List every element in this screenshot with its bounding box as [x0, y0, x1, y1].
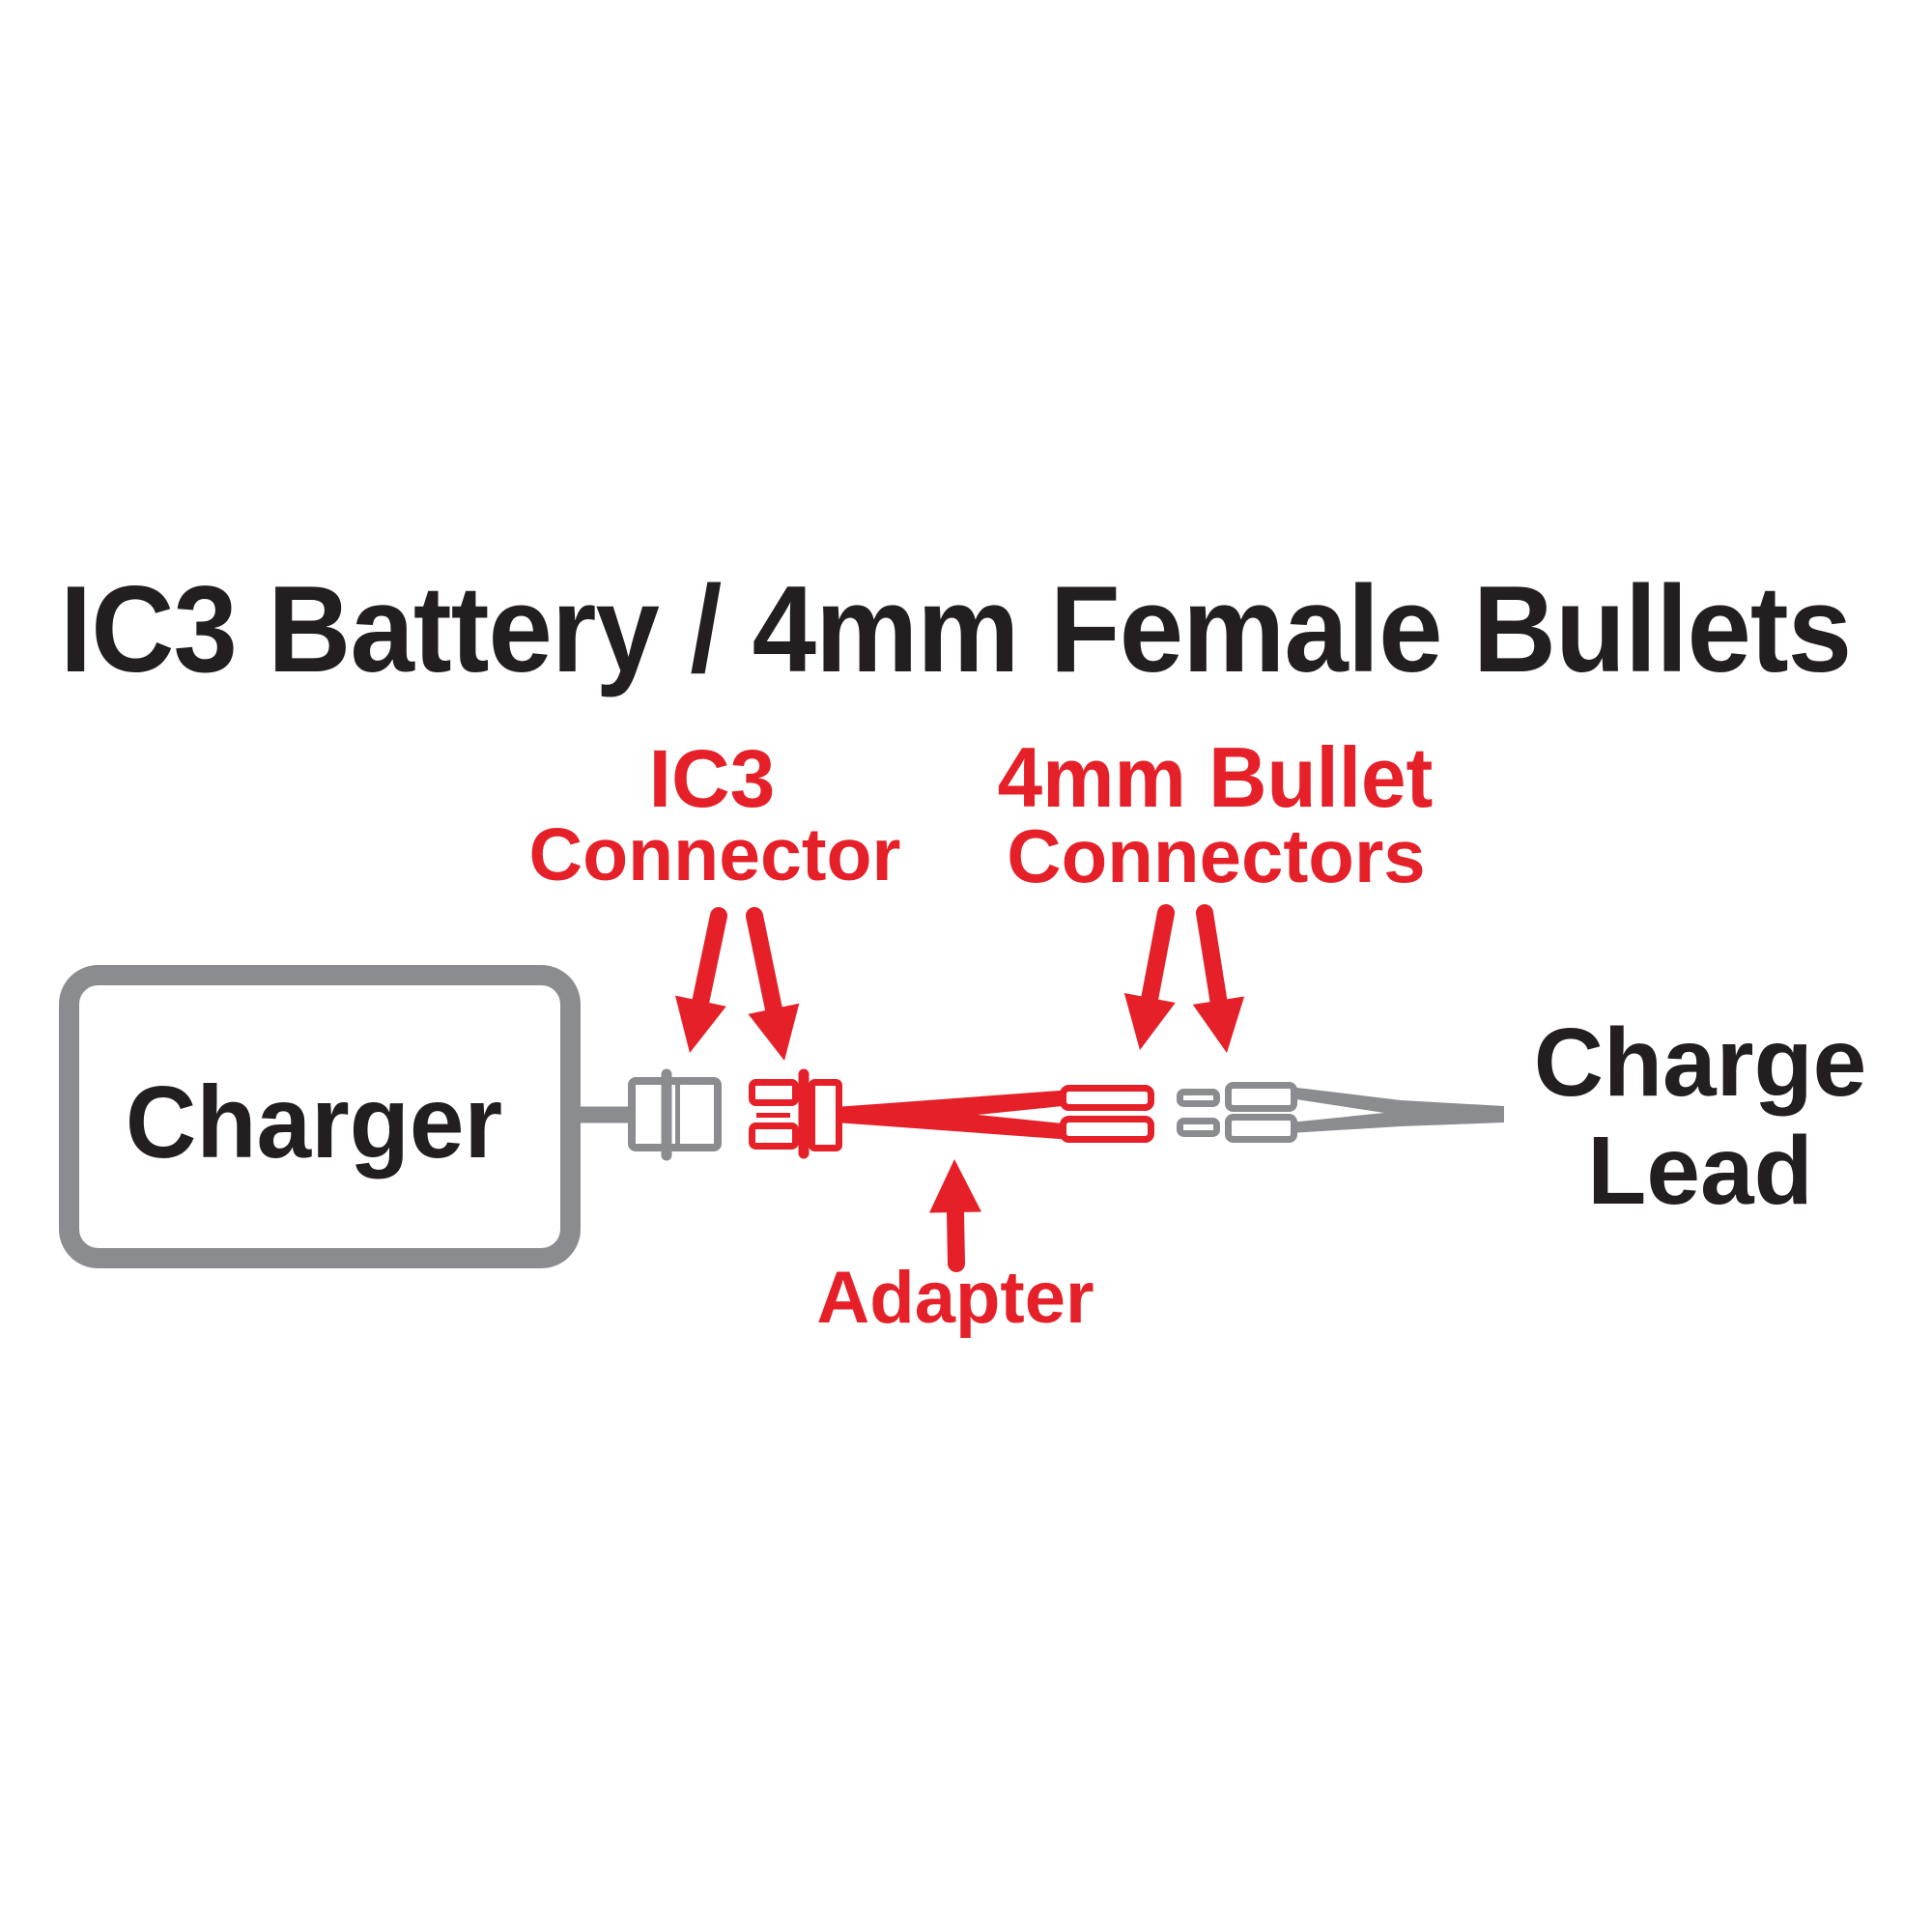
bullet-connector-gray-top-tip	[1177, 1089, 1220, 1107]
ic3-callout-arrow-left	[675, 907, 727, 1053]
ic3-connector-gray-body	[628, 1077, 722, 1151]
ic3-callout-line2: Connector	[528, 813, 901, 896]
adapter-callout-label: Adapter	[816, 1257, 1094, 1339]
ic3-connector-red-pin-bottom	[749, 1122, 799, 1150]
bullet-connector-gray-bottom-body	[1225, 1114, 1297, 1143]
bullet-connector-gray-bottom-tip	[1177, 1118, 1220, 1137]
ic3-callout-line1: IC3	[648, 733, 776, 824]
ic3-connector-red-body	[809, 1079, 842, 1151]
adapter-y-wire	[836, 1090, 1072, 1140]
bullet-callout-arrow-right	[1192, 904, 1245, 1053]
ic3-callout-arrow-right	[746, 907, 800, 1061]
bullet-connector-gray-top-body	[1225, 1082, 1297, 1112]
bullet-connector-red-bottom	[1060, 1116, 1154, 1143]
bullet-callout-line1: 4mm Bullet	[997, 729, 1434, 825]
charge-lead-line1: Charge	[1533, 1009, 1867, 1117]
page-title: IC3 Battery / 4mm Female Bullets	[60, 568, 1932, 691]
charge-lead-label: Charge Lead	[1534, 1009, 1867, 1225]
bullet-connector-red-top	[1060, 1085, 1154, 1111]
adapter-callout-arrow	[929, 1159, 981, 1272]
bullet-callout-arrow-left	[1123, 904, 1176, 1050]
ic3-connector-red-pin-top	[749, 1079, 799, 1106]
charge-lead-y-wire	[1290, 1087, 1504, 1133]
bullet-callout-line2: Connectors	[1007, 813, 1426, 898]
charger-label: Charger	[125, 1065, 503, 1179]
page-title-text: IC3 Battery / 4mm Female Bullets	[60, 560, 1852, 697]
charge-lead-line2: Lead	[1587, 1117, 1813, 1225]
